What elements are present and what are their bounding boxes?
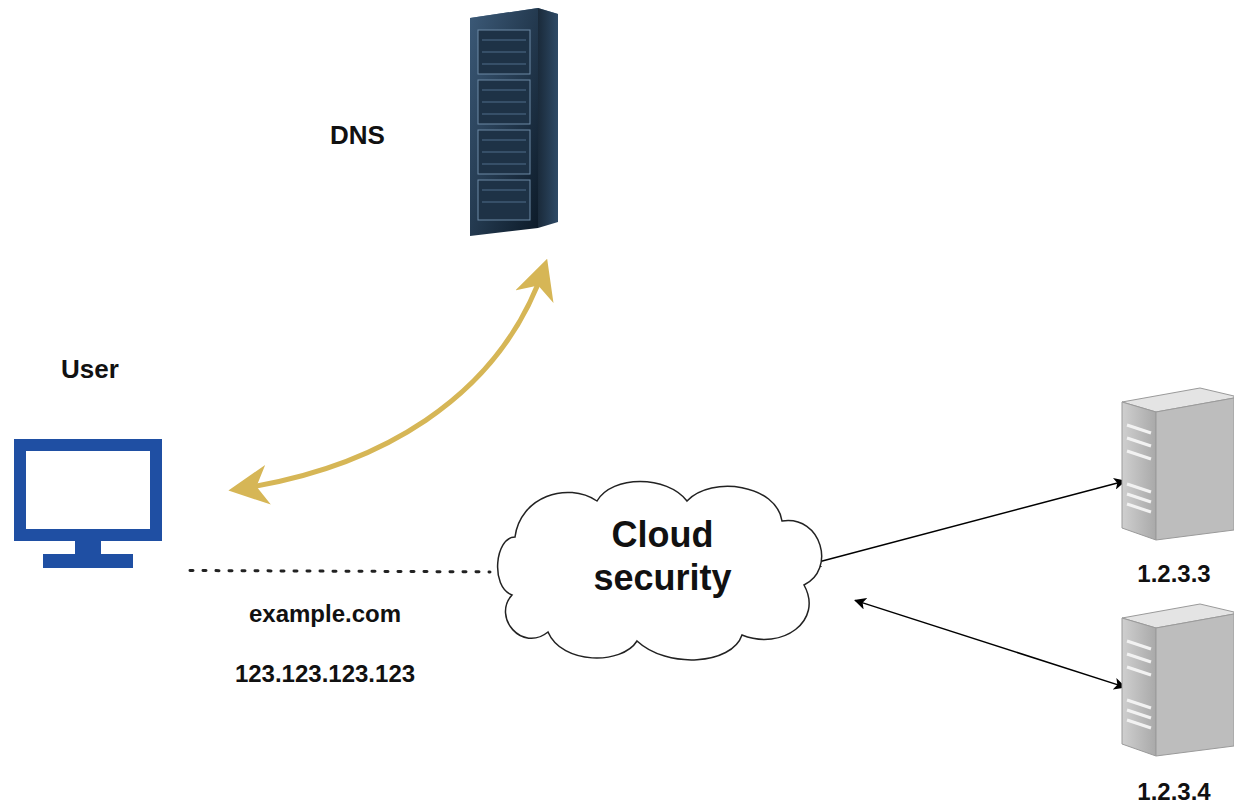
node-label: 1.2.3.4 [1118,778,1230,807]
dns-server: DNS [330,0,570,240]
dns-query-arrow [235,265,545,490]
server: 1.2.3.3 [1110,380,1234,592]
server-icon [1110,380,1234,545]
node-label: DNS [330,120,440,151]
server: 1.2.3.4 [1110,596,1234,808]
monitor-icon [13,438,163,573]
ip-label: 123.123.123.123 [235,660,415,688]
node-label: 1.2.3.3 [1118,560,1230,589]
server-icon [1110,596,1234,761]
proxy-arrow [810,481,1125,564]
cloud-security: Cloud security [490,475,835,665]
node-label: User [10,354,170,385]
proxy-arrow [855,600,1125,687]
request-line [190,571,490,572]
user-computer: User [10,350,190,575]
domain-label: example.com [249,600,401,628]
server-rack-icon [458,0,568,240]
node-label: Cloud security [550,513,775,599]
